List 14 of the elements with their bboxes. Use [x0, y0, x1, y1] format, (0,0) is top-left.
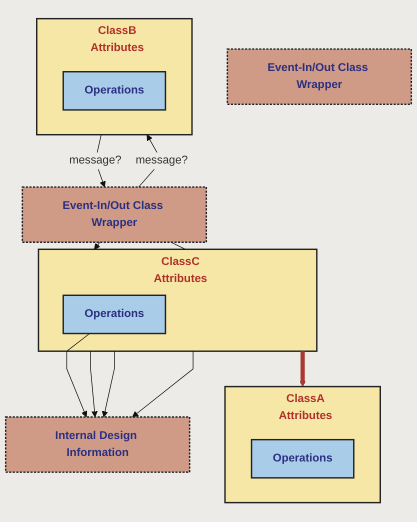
node-box: Operations [62, 71, 166, 111]
arrow [90, 351, 98, 418]
arrow [300, 352, 306, 388]
arrow [94, 242, 100, 250]
edge-label: message? [69, 154, 122, 167]
edge-label: message? [136, 154, 188, 167]
arrow [66, 334, 90, 418]
node-box: Operations [250, 439, 354, 479]
node-box: Event-In/Out Class Wrapper [226, 48, 412, 106]
node-box: Operations [62, 294, 166, 335]
arrow [132, 351, 194, 418]
node-box: Event-In/Out Class Wrapper [22, 186, 208, 244]
node-box: Internal Design Information [4, 416, 190, 474]
arrow [102, 351, 115, 418]
